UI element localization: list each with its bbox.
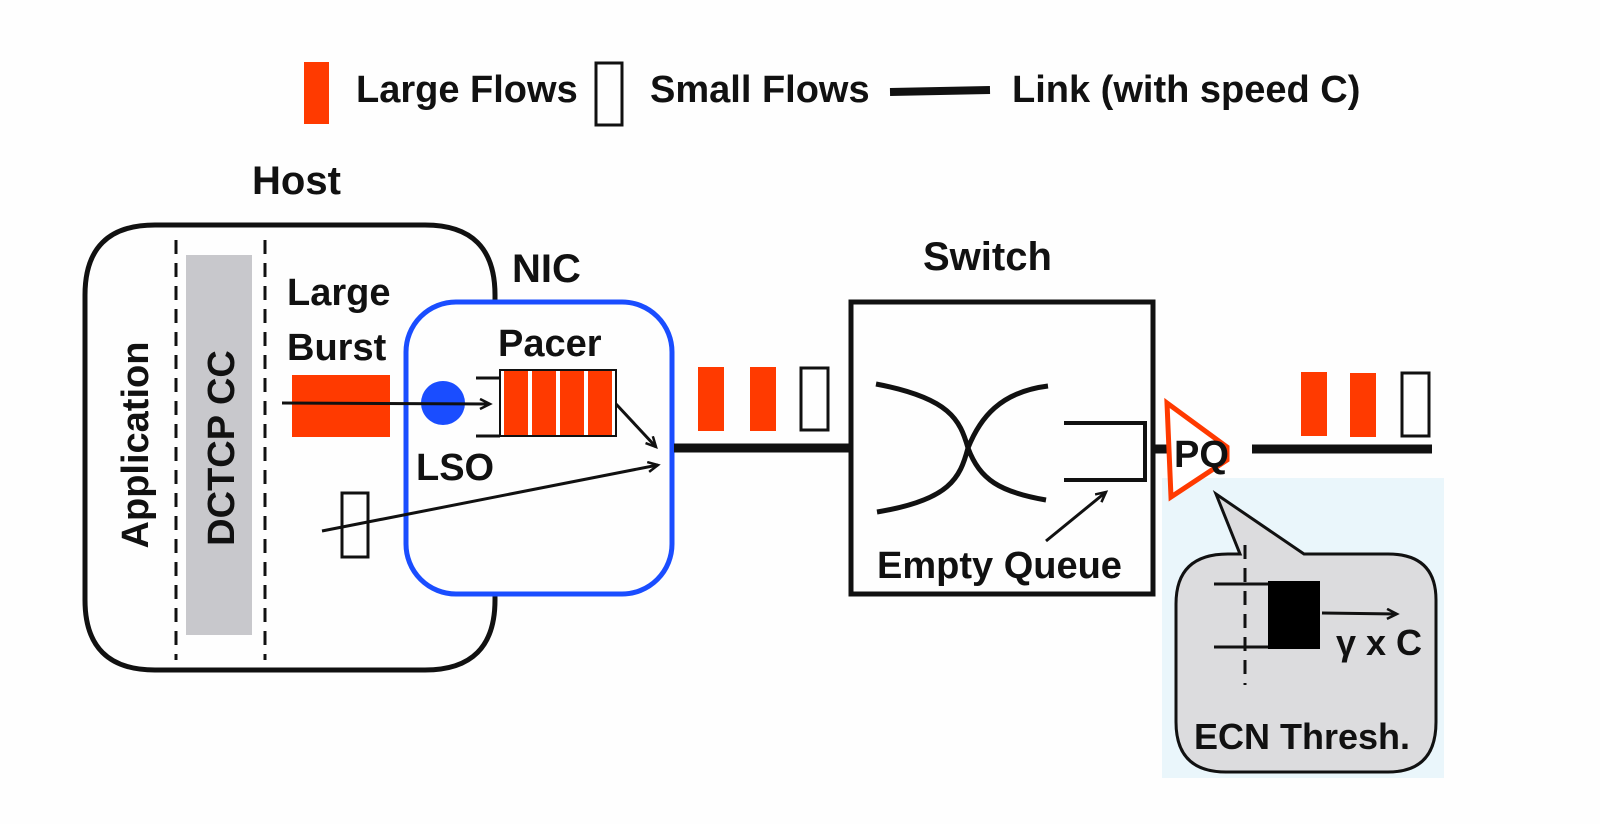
large-burst-label-1: Large — [287, 272, 390, 314]
dctcp-cc-label: DCTCP CC — [201, 350, 243, 546]
switch: Switch Empty Queue — [848, 235, 1156, 597]
link2-large-packet-1 — [1301, 372, 1327, 436]
large-burst-block — [292, 375, 390, 437]
drain-rate-label: γ x C — [1336, 622, 1422, 663]
pacer-queue-packet — [560, 371, 584, 435]
empty-queue-arrow — [1045, 492, 1106, 543]
legend-link-swatch — [889, 86, 991, 96]
large-burst-label-2: Burst — [287, 327, 387, 369]
pq-shape — [1164, 397, 1230, 502]
crossbar-curve-2 — [876, 383, 1049, 515]
phantom-queue: PQ γ x C ECN Thresh. — [1164, 397, 1438, 774]
link1-large-packet-1 — [698, 367, 724, 431]
host-title: Host — [252, 159, 341, 203]
legend: Large Flows Small Flows Link (with speed… — [304, 61, 1360, 127]
small-flow-to-link-arrow — [321, 465, 658, 533]
empty-queue-label: Empty Queue — [877, 545, 1122, 587]
pacer-to-link-arrow — [614, 402, 656, 447]
host: Host Application DCTCP CC Large Burst — [82, 159, 498, 673]
link1-small-packet — [799, 366, 830, 432]
link2-small-packet — [1400, 371, 1431, 438]
pq-label: PQ — [1174, 434, 1229, 476]
small-flow-packet — [340, 491, 370, 559]
nic: NIC Pacer LSO — [281, 247, 675, 597]
nic-title: NIC — [512, 247, 581, 291]
burst-to-pacer-arrow — [281, 403, 490, 404]
pacer-queue-packet — [532, 371, 556, 435]
drain-rate-arrow — [1321, 613, 1397, 614]
nic-box — [403, 299, 675, 597]
dctcp-cc-bar — [186, 255, 252, 635]
link2-large-packet-2 — [1350, 373, 1376, 437]
empty-queue — [1064, 421, 1147, 482]
legend-small-flow-swatch — [594, 61, 624, 127]
crossbar-curve-1 — [875, 381, 1047, 503]
switch-title: Switch — [923, 235, 1052, 279]
application-label: Application — [115, 342, 157, 549]
lso-label: LSO — [416, 447, 494, 489]
pacer-queue — [499, 369, 617, 437]
legend-small-flows-label: Small Flows — [650, 69, 870, 111]
callout-queue-fill — [1268, 581, 1320, 649]
pacer-queue-packet — [588, 371, 612, 435]
legend-large-flow-swatch — [304, 62, 329, 124]
legend-link-label: Link (with speed C) — [1012, 69, 1360, 111]
pacer-label: Pacer — [498, 323, 602, 365]
ecn-threshold-label: ECN Thresh. — [1194, 716, 1410, 757]
host-box — [82, 222, 498, 673]
legend-large-flows-label: Large Flows — [356, 69, 578, 111]
link1-large-packet-2 — [750, 367, 776, 431]
pacer-queue-packet — [504, 371, 528, 435]
